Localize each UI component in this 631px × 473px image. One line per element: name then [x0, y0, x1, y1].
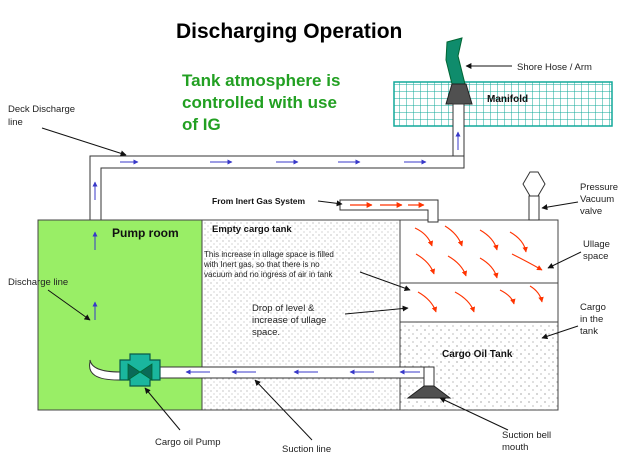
ullage-note-2: with Inert gas, so that there is no — [203, 260, 320, 269]
drop-level-note-3: space. — [252, 327, 280, 338]
drop-level-note-2: increase of ullage — [252, 315, 326, 326]
suction-line-label: Suction line — [282, 444, 331, 455]
cargo-in-tank-label-3: tank — [580, 326, 598, 337]
suction-bell-mouth-icon — [406, 385, 452, 399]
pump-room-label: Pump room — [112, 226, 179, 240]
pressure-valve-label-3: valve — [580, 206, 602, 217]
shore-hose-icon — [445, 37, 466, 89]
discharge-line-label: Discharge line — [8, 277, 68, 288]
pressure-valve-label-2: Vacuum — [580, 194, 614, 205]
headline-line-2: controlled with use — [182, 93, 337, 112]
pump-room — [37, 219, 203, 411]
ullage-space-label-1: Ullage — [583, 239, 610, 250]
deck-discharge-label-2: line — [8, 117, 23, 128]
inert-gas-flow-arrows — [414, 225, 544, 313]
cargo-in-tank-label-2: in the — [580, 314, 603, 325]
manifold-label: Manifold — [487, 94, 528, 105]
pressure-valve-label-1: Pressure — [580, 182, 618, 193]
suction-bell-label-2: mouth — [502, 442, 528, 453]
manifold-flange-icon — [445, 83, 473, 105]
ullage-space-label-2: space — [583, 251, 608, 262]
headline-line-1: Tank atmosphere is — [182, 71, 340, 90]
inert-gas-label: From Inert Gas System — [212, 196, 306, 206]
empty-tank-label: Empty cargo tank — [212, 224, 292, 235]
suction-bell-label-1: Suction bell — [502, 430, 551, 441]
cargo-oil-pump-icon — [119, 353, 161, 387]
drop-level-note-1: Drop of level & — [252, 303, 315, 314]
ullage-note-3: vacuum and no ingress of air in tank — [204, 270, 334, 279]
ullage-note-1: This increase in ullage space is filled — [204, 250, 334, 259]
headline-line-3: of IG — [182, 115, 221, 134]
inert-gas-pipe — [339, 199, 439, 223]
cargo-in-tank-label-1: Cargo — [580, 302, 606, 313]
page-title: Discharging Operation — [176, 20, 402, 43]
deck-discharge-label-1: Deck Discharge — [8, 104, 75, 115]
shore-hose-label: Shore Hose / Arm — [517, 62, 592, 73]
pressure-vacuum-valve-icon — [522, 171, 546, 197]
manifold-box — [393, 81, 613, 127]
cargo-oil-tank-label: Cargo Oil Tank — [442, 349, 513, 360]
cargo-oil-pump-label: Cargo oil Pump — [155, 437, 220, 448]
